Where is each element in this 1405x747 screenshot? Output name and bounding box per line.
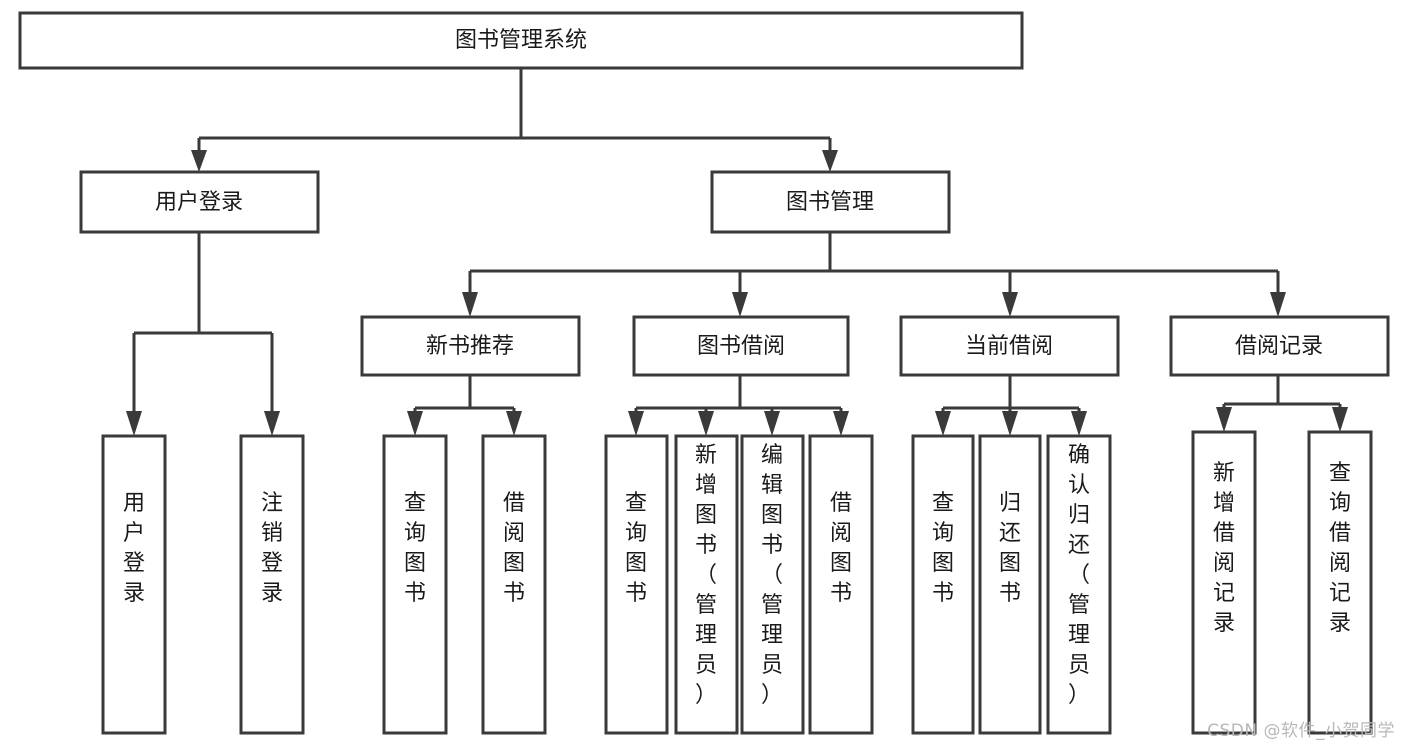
node-leaf-edit-book-box[interactable] [740,434,805,735]
node-leaf-logout-box[interactable] [239,434,305,735]
node-book-borrow[interactable]: 图书借阅 [632,315,850,377]
node-leaf-query-book-1-box[interactable] [382,434,448,735]
arrowhead-user-login [191,150,207,172]
arrowhead-leaf-user-login [126,411,142,436]
node-leaf-add-book[interactable]: 新增图书（管理员） [674,434,739,735]
arrowhead-leaf-borrow-book-2 [833,411,849,436]
node-leaf-edit-book-label: 编辑图书（管理员） [761,443,783,708]
arrowhead-current-borrow [1002,292,1018,317]
connector-group-current-borrow [935,375,1087,436]
node-leaf-add-book-box[interactable] [674,434,739,735]
node-leaf-add-record[interactable]: 新增借阅记录 [1191,430,1257,735]
node-leaf-return-book-box[interactable] [978,434,1042,735]
node-book-manage-box[interactable] [710,170,951,234]
connector-group-book-manage [462,232,1286,317]
node-leaf-borrow-book-2-label: 借阅图书 [830,491,852,606]
node-book-manage-label: 图书管理 [786,190,874,215]
node-leaf-logout-label: 注销登录 [261,491,283,606]
node-leaf-borrow-book-2-box[interactable] [808,434,874,735]
connector-group-borrow-record [1216,375,1348,432]
node-leaf-query-book-1[interactable]: 查询图书 [382,434,448,735]
node-root-box[interactable] [18,11,1024,70]
node-borrow-record-label: 借阅记录 [1235,334,1323,359]
node-leaf-query-book-3[interactable]: 查询图书 [911,434,975,735]
node-leaf-edit-book[interactable]: 编辑图书（管理员） [740,434,805,735]
node-leaf-return-book[interactable]: 归还图书 [978,434,1042,735]
node-root-label: 图书管理系统 [455,28,587,53]
node-book-manage[interactable]: 图书管理 [710,170,951,234]
node-user-login[interactable]: 用户登录 [79,170,320,234]
node-leaf-borrow-book-2[interactable]: 借阅图书 [808,434,874,735]
node-new-book-rec[interactable]: 新书推荐 [360,315,581,377]
node-leaf-borrow-book-1[interactable]: 借阅图书 [481,434,547,735]
node-leaf-add-record-label: 新增借阅记录 [1213,461,1235,636]
connector-group-root [191,68,838,172]
csdn-watermark: CSDN @软件_小贺同学 [1207,721,1395,741]
node-leaf-query-record-label: 查询借阅记录 [1329,461,1351,636]
arrowhead-leaf-borrow-book-1 [506,411,522,436]
connector-group-new-book-rec [407,375,522,436]
node-current-borrow-label: 当前借阅 [965,334,1053,359]
arrowhead-leaf-confirm-return [1071,411,1087,436]
node-leaf-query-book-2[interactable]: 查询图书 [604,434,669,735]
arrowhead-leaf-query-book-1 [407,411,423,436]
arrowhead-borrow-record [1270,292,1286,317]
arrowhead-leaf-add-book [698,411,714,436]
arrowhead-book-manage [822,150,838,172]
arrowhead-new-book-rec [462,292,478,317]
node-leaf-logout[interactable]: 注销登录 [239,434,305,735]
arrowhead-leaf-return-book [1002,411,1018,436]
node-leaf-query-book-2-label: 查询图书 [625,491,647,606]
node-leaf-user-login-label: 用户登录 [123,491,145,606]
arrowhead-leaf-query-book-2 [628,411,644,436]
node-leaf-confirm-return[interactable]: 确认归还（管理员） [1046,434,1112,735]
arrowhead-book-borrow [732,292,748,317]
node-borrow-record[interactable]: 借阅记录 [1169,315,1390,377]
node-leaf-user-login[interactable]: 用户登录 [101,434,167,735]
node-leaf-query-book-2-box[interactable] [604,434,669,735]
node-root[interactable]: 图书管理系统 [18,11,1024,70]
node-current-borrow-box[interactable] [899,315,1120,377]
node-new-book-rec-box[interactable] [360,315,581,377]
node-leaf-user-login-box[interactable] [101,434,167,735]
node-leaf-query-book-3-label: 查询图书 [932,491,954,606]
node-book-borrow-box[interactable] [632,315,850,377]
connector-group-book-borrow [628,375,849,436]
node-user-login-label: 用户登录 [155,190,243,215]
node-leaf-add-book-label: 新增图书（管理员） [695,443,717,708]
node-leaf-query-record-box[interactable] [1307,430,1373,735]
node-book-borrow-label: 图书借阅 [697,334,785,359]
node-current-borrow[interactable]: 当前借阅 [899,315,1120,377]
node-new-book-rec-label: 新书推荐 [426,334,514,359]
arrowhead-leaf-query-book-3 [935,411,951,436]
node-borrow-record-box[interactable] [1169,315,1390,377]
arrowhead-leaf-logout [264,411,280,436]
node-leaf-query-record[interactable]: 查询借阅记录 [1307,430,1373,735]
node-leaf-confirm-return-box[interactable] [1046,434,1112,735]
node-leaf-return-book-label: 归还图书 [999,491,1021,606]
node-leaf-borrow-book-1-label: 借阅图书 [503,491,525,606]
arrowhead-leaf-query-record [1332,407,1348,432]
node-leaf-query-book-1-label: 查询图书 [404,491,426,606]
arrowhead-leaf-add-record [1216,407,1232,432]
node-leaf-confirm-return-label: 确认归还（管理员） [1068,443,1090,708]
node-leaf-add-record-box[interactable] [1191,430,1257,735]
node-leaf-query-book-3-box[interactable] [911,434,975,735]
node-leaf-borrow-book-1-box[interactable] [481,434,547,735]
arrowhead-leaf-edit-book [764,411,780,436]
connector-group-user-login [126,232,280,436]
node-user-login-box[interactable] [79,170,320,234]
